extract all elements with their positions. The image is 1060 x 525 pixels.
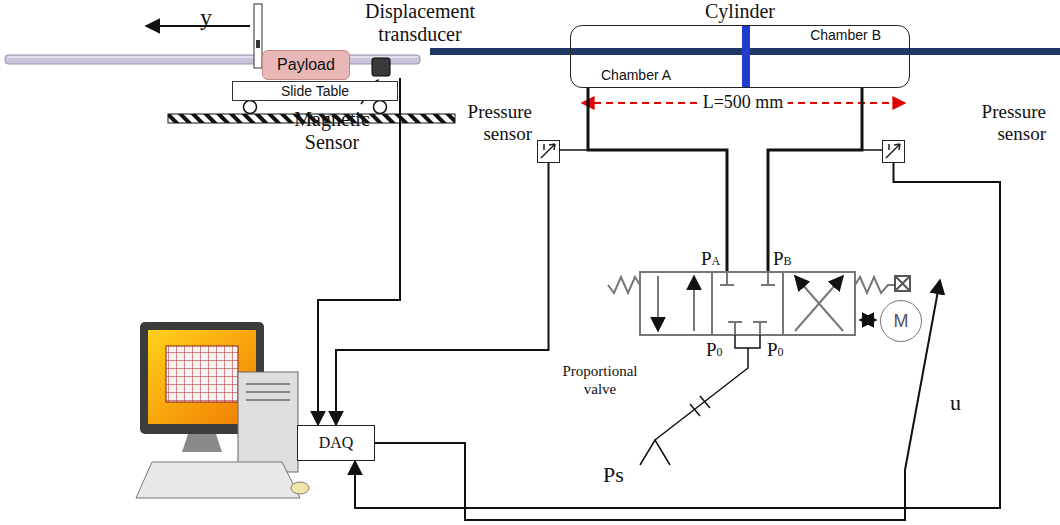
supply-label: Ps bbox=[603, 462, 624, 488]
supply-port bbox=[735, 335, 760, 348]
restriction-mark bbox=[690, 396, 710, 416]
screen-grid bbox=[166, 346, 238, 402]
monitor-stand bbox=[182, 434, 222, 452]
daq-box: DAQ bbox=[297, 425, 375, 461]
node-title: Cylinder bbox=[571, 0, 909, 23]
payload-block: Payload bbox=[262, 50, 350, 80]
flow-arrow bbox=[795, 276, 843, 331]
computer bbox=[136, 322, 309, 498]
signal-connector bbox=[336, 163, 549, 425]
axis-label: y bbox=[200, 4, 212, 31]
flow-arrow bbox=[795, 276, 843, 331]
valve-body bbox=[640, 272, 855, 335]
slide-table: Slide Table bbox=[232, 81, 398, 101]
part-label: Magnetic Sensor bbox=[282, 108, 382, 154]
port-label: PA bbox=[701, 248, 720, 270]
signal-label: u bbox=[950, 390, 961, 416]
valve-divider bbox=[711, 272, 713, 335]
direction-arrow bbox=[146, 25, 250, 27]
part-label: Proportional valve bbox=[548, 362, 652, 398]
drive-bay bbox=[246, 384, 290, 400]
node-title: DAQ bbox=[319, 434, 354, 452]
flow-arrow bbox=[657, 276, 659, 331]
computer-tower bbox=[238, 372, 298, 472]
displacement-transducer bbox=[372, 58, 390, 76]
solenoid-cross bbox=[895, 276, 910, 291]
node-text: Chamber A bbox=[601, 67, 671, 84]
rod-mark bbox=[256, 40, 260, 48]
node-text: Chamber B bbox=[810, 27, 881, 44]
port-label: P0 bbox=[706, 339, 723, 361]
proportional-valve bbox=[608, 272, 910, 335]
dimension-label: L=500 mm bbox=[699, 92, 788, 113]
flow-arrow bbox=[693, 276, 695, 331]
pneumatic-line bbox=[588, 88, 727, 272]
rail-highlight bbox=[8, 56, 418, 58]
piston bbox=[742, 25, 750, 88]
blocked-port bbox=[720, 272, 775, 335]
pressure-source bbox=[640, 440, 670, 465]
guide-rail bbox=[5, 55, 420, 64]
supply-line bbox=[655, 348, 748, 440]
valve-motor: M bbox=[880, 300, 922, 342]
sensor-symbol bbox=[538, 141, 558, 161]
pneumatic-cylinder: CylinderChamber BChamber A bbox=[570, 25, 910, 88]
keyboard bbox=[136, 462, 300, 498]
pressure-sensor: Pressure sensor bbox=[882, 140, 905, 163]
valve-divider bbox=[782, 272, 784, 335]
node-title: Pressure sensor bbox=[447, 101, 532, 145]
signal-connector bbox=[355, 163, 1000, 508]
spring bbox=[608, 277, 640, 293]
sensor-symbol bbox=[883, 141, 903, 161]
sensor-tap bbox=[560, 149, 588, 151]
part-label: Displacement transducer bbox=[345, 0, 495, 46]
node-title: Payload bbox=[277, 56, 335, 74]
sensor-arrow bbox=[541, 144, 555, 158]
node-title: M bbox=[894, 311, 909, 332]
transducer-rod bbox=[254, 4, 262, 68]
wheel bbox=[374, 101, 387, 114]
port-label: PB bbox=[773, 248, 792, 270]
sensor-tap bbox=[862, 149, 882, 151]
signal-wire bbox=[318, 78, 400, 425]
node-title: Slide Table bbox=[281, 83, 349, 99]
mouse bbox=[291, 482, 309, 494]
node-title: Pressure sensor bbox=[956, 101, 1046, 145]
wheel bbox=[244, 101, 257, 114]
pneumatic-line bbox=[768, 88, 862, 272]
pressure-sensor: Pressure sensor bbox=[537, 140, 560, 163]
actuator-link bbox=[860, 319, 876, 321]
port-label: P0 bbox=[767, 339, 784, 361]
sensor-arrow bbox=[886, 144, 900, 158]
spring bbox=[855, 277, 895, 293]
solenoid bbox=[895, 276, 910, 291]
